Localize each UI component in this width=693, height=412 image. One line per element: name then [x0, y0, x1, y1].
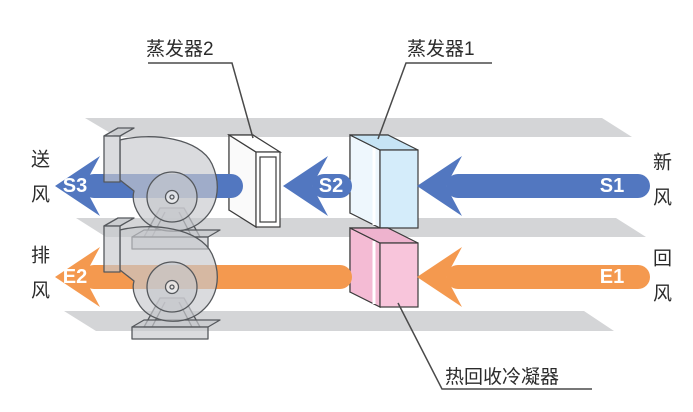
- exhaust-fan-hub: [164, 279, 180, 295]
- return-air-label: 回风: [650, 248, 671, 318]
- duct-band-top: [85, 118, 632, 137]
- fresh-air-label: 新风: [650, 152, 671, 222]
- e2-arrowhead: [55, 247, 100, 307]
- exhaust-fan: [103, 217, 221, 340]
- evaporator1-leader-line: [377, 62, 492, 140]
- supply-air-label: 送风: [28, 149, 49, 219]
- supply-fan-hub: [164, 189, 180, 205]
- evaporator1-label: 蒸发器1: [407, 39, 475, 60]
- condenser-leader-line: [397, 302, 592, 390]
- e1-arrowhead: [417, 247, 462, 307]
- s3-label: S3: [63, 175, 87, 197]
- evaporator1-box: [349, 134, 419, 229]
- supply-fan-outlet: [103, 135, 121, 183]
- s1-arrowhead: [417, 156, 462, 216]
- e1-label: E1: [600, 266, 624, 288]
- exhaust-fan-outlet: [103, 225, 121, 273]
- exhaust-fan-hub-dot: [169, 284, 175, 290]
- s1-shaft: [446, 174, 650, 198]
- evaporator1-front-face: [379, 149, 419, 229]
- supply-arrow-s1: S1: [417, 156, 650, 216]
- condenser-front-face: [379, 242, 419, 308]
- evaporator2-frame-line: [259, 156, 277, 223]
- e1-shaft: [446, 265, 650, 289]
- leader-lines: [148, 62, 592, 390]
- s2-label: S2: [319, 175, 343, 197]
- evaporator2-label: 蒸发器2: [146, 39, 214, 60]
- e2-label: E2: [63, 266, 87, 288]
- condenser-label: 热回收冷凝器: [445, 367, 560, 388]
- s3-arrowhead: [55, 156, 100, 216]
- evaporator2-box: [226, 133, 283, 229]
- supply-arrow-s2: S2: [283, 156, 352, 216]
- exhaust-arrow-e1: E1: [417, 247, 650, 307]
- s1-label: S1: [600, 175, 624, 197]
- heat-recovery-condenser-box: [349, 227, 419, 308]
- s2-shaft: [312, 174, 352, 198]
- evaporator2-leader-line: [148, 62, 254, 139]
- exhaust-air-label: 排风: [28, 245, 49, 315]
- exhaust-fan-base: [131, 326, 209, 340]
- supply-fan-hub-dot: [169, 194, 175, 200]
- s2-arrowhead: [283, 156, 328, 216]
